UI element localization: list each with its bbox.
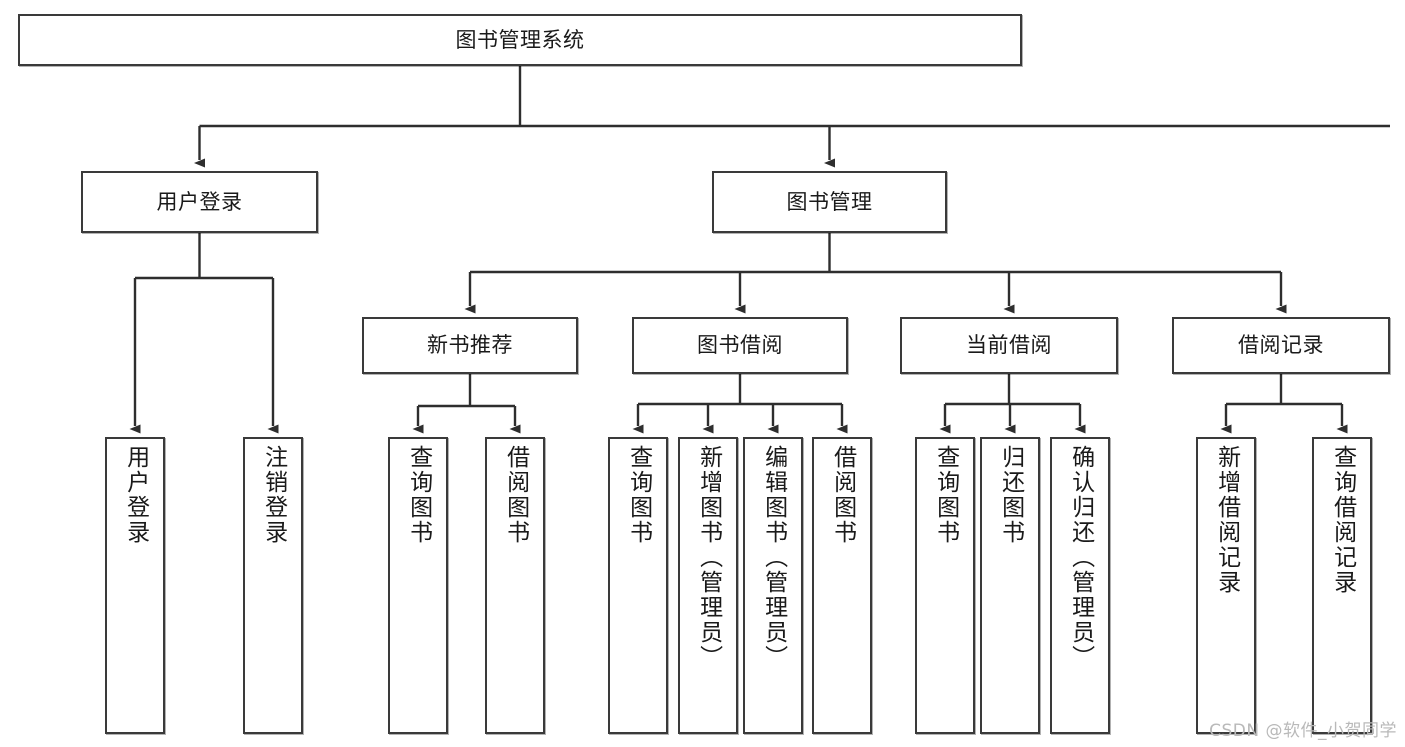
- node-root-label: 图书管理系统: [455, 27, 585, 52]
- node-user-login[interactable]: 用户登录: [81, 171, 318, 233]
- node-book-manage[interactable]: 图书管理: [712, 171, 947, 233]
- node-new-book-rec-label: 新书推荐: [427, 333, 513, 358]
- node-leaf-query-book-cur[interactable]: 查询图书: [915, 437, 975, 734]
- node-leaf-user-logout[interactable]: 注销登录: [243, 437, 303, 734]
- node-leaf-edit-book-label: 编辑图书（管理员）: [760, 445, 787, 670]
- node-leaf-user-login-label: 用户登录: [122, 445, 149, 545]
- node-leaf-add-record-label: 新增借阅记录: [1213, 445, 1240, 595]
- node-leaf-return-book[interactable]: 归还图书: [980, 437, 1040, 734]
- node-leaf-return-book-label: 归还图书: [997, 445, 1024, 545]
- node-leaf-query-record[interactable]: 查询借阅记录: [1312, 437, 1372, 734]
- node-leaf-confirm-return-label: 确认归还（管理员）: [1067, 445, 1094, 670]
- node-leaf-confirm-return[interactable]: 确认归还（管理员）: [1050, 437, 1110, 734]
- node-leaf-add-book[interactable]: 新增图书（管理员）: [678, 437, 738, 734]
- watermark-text: CSDN @软件_小贺同学: [1209, 721, 1397, 741]
- node-current-borrow-label: 当前借阅: [966, 333, 1052, 358]
- node-leaf-user-login[interactable]: 用户登录: [105, 437, 165, 734]
- node-leaf-borrow-book-label: 借阅图书: [829, 445, 856, 545]
- node-leaf-edit-book[interactable]: 编辑图书（管理员）: [743, 437, 803, 734]
- node-book-borrow-label: 图书借阅: [697, 333, 783, 358]
- node-borrow-record-label: 借阅记录: [1238, 333, 1324, 358]
- node-leaf-borrow-book-rec[interactable]: 借阅图书: [485, 437, 545, 734]
- node-leaf-borrow-book[interactable]: 借阅图书: [812, 437, 872, 734]
- node-leaf-query-record-label: 查询借阅记录: [1329, 445, 1356, 595]
- node-current-borrow[interactable]: 当前借阅: [900, 317, 1118, 374]
- node-leaf-query-book-rec-label: 查询图书: [405, 445, 432, 545]
- node-book-manage-label: 图书管理: [786, 189, 873, 214]
- node-leaf-query-book-rec[interactable]: 查询图书: [388, 437, 448, 734]
- node-borrow-record[interactable]: 借阅记录: [1172, 317, 1390, 374]
- node-user-login-label: 用户登录: [156, 189, 243, 214]
- node-leaf-user-logout-label: 注销登录: [260, 445, 287, 545]
- node-new-book-rec[interactable]: 新书推荐: [362, 317, 578, 374]
- node-leaf-add-book-label: 新增图书（管理员）: [695, 445, 722, 670]
- node-book-borrow[interactable]: 图书借阅: [632, 317, 848, 374]
- node-leaf-query-book-cur-label: 查询图书: [932, 445, 959, 545]
- node-leaf-query-book-borrow-label: 查询图书: [625, 445, 652, 545]
- node-root[interactable]: 图书管理系统: [18, 14, 1022, 66]
- node-leaf-add-record[interactable]: 新增借阅记录: [1196, 437, 1256, 734]
- node-leaf-borrow-book-rec-label: 借阅图书: [502, 445, 529, 545]
- node-leaf-query-book-borrow[interactable]: 查询图书: [608, 437, 668, 734]
